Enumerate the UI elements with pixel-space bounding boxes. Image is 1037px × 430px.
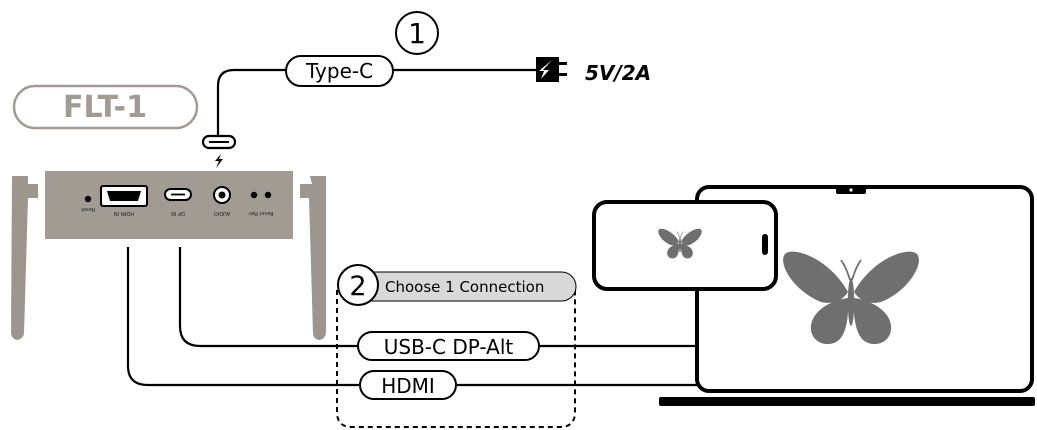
step-1: 1 Type-C 5V/2A [201, 11, 651, 168]
reset-hole [84, 195, 92, 203]
step-2-number-circle [337, 264, 379, 306]
step-1-number-circle [395, 11, 439, 55]
power-spec: 5V/2A [585, 61, 651, 85]
port-label-pair: Reset Pair [248, 210, 274, 216]
thunderbolt-icon [215, 154, 223, 168]
step-2: 2 Choose 1 Connection USB-C DP-Alt HDMI [336, 264, 577, 428]
option-usb-c-dp-alt: USB-C DP-Alt [384, 335, 514, 359]
flt-1-device: Reset HDMI IN DP IN AUDIO Reset Pair [11, 171, 326, 340]
device-body [45, 171, 293, 239]
laptop [659, 185, 1035, 406]
step-1-number: 1 [408, 17, 426, 50]
phone [592, 200, 778, 291]
power-adapter-icon [536, 57, 567, 82]
option-hdmi: HDMI [381, 374, 435, 398]
port-label-audio: AUDIO [214, 210, 230, 216]
option-usb-c-dp-alt-pill [357, 331, 540, 361]
option-hdmi-pill [359, 370, 457, 400]
left-antenna [11, 176, 38, 340]
laptop-base [659, 397, 1035, 406]
type-c-cable [216, 68, 286, 136]
step-2-title: Choose 1 Connection [385, 278, 544, 296]
step-2-number: 2 [349, 271, 366, 302]
right-antenna [300, 176, 326, 340]
connection-choice-area [336, 290, 576, 428]
hdmi-cable [126, 247, 360, 387]
usb-c-cable [178, 247, 358, 348]
pair-button-2 [264, 191, 272, 199]
phone-side-button [762, 234, 768, 255]
type-c-label: Type-C [305, 59, 373, 83]
type-c-label-pill [285, 55, 394, 87]
device-name: FLT-1 [63, 90, 147, 125]
pair-button-1 [250, 191, 258, 199]
port-label-dp-in: DP IN [171, 210, 185, 216]
port-label-hdmi-in: HDMI IN [114, 210, 134, 216]
port-label-reset: Reset [81, 206, 95, 212]
device-name-badge: FLT-1 [12, 84, 199, 130]
